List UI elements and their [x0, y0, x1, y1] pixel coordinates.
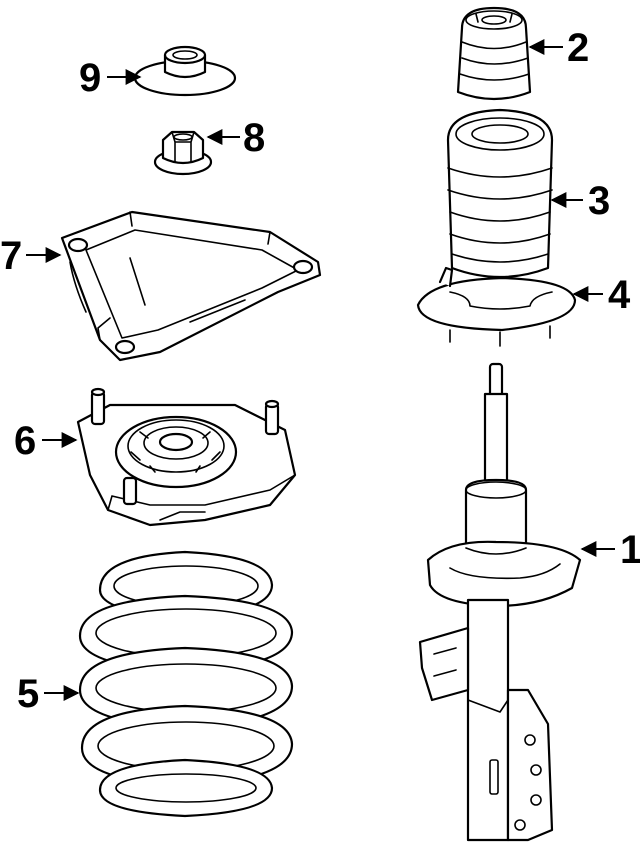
- part-3-dust-boot: [446, 108, 554, 279]
- callout-8: 8: [206, 116, 265, 160]
- callout-2: 2: [528, 26, 589, 70]
- callout-label-8: 8: [243, 116, 265, 160]
- callout-5: 5: [17, 672, 80, 716]
- callout-label-3: 3: [588, 179, 610, 223]
- callout-3: 3: [550, 179, 610, 223]
- part-1-strut-assembly: [418, 362, 582, 842]
- callout-label-5: 5: [17, 672, 39, 716]
- callout-label-1: 1: [620, 528, 640, 572]
- part-8-flange-nut: [153, 130, 213, 176]
- part-2-bump-stop: [456, 6, 532, 101]
- part-9-upper-insulator: [133, 45, 237, 97]
- callout-label-2: 2: [567, 26, 589, 70]
- part-7-mount-plate: [60, 210, 322, 362]
- callout-6: 6: [14, 419, 78, 463]
- callout-label-6: 6: [14, 419, 36, 463]
- part-4-lower-spring-seat: [416, 266, 577, 347]
- callout-7: 7: [0, 234, 62, 278]
- part-5-coil-spring: [78, 550, 294, 818]
- callout-label-4: 4: [608, 273, 631, 317]
- callout-label-9: 9: [79, 56, 101, 100]
- callout-label-7: 7: [0, 234, 22, 278]
- callout-9: 9: [79, 56, 142, 100]
- part-6-strut-mount: [76, 387, 297, 527]
- callout-4: 4: [572, 273, 631, 317]
- callout-1: 1: [580, 528, 640, 572]
